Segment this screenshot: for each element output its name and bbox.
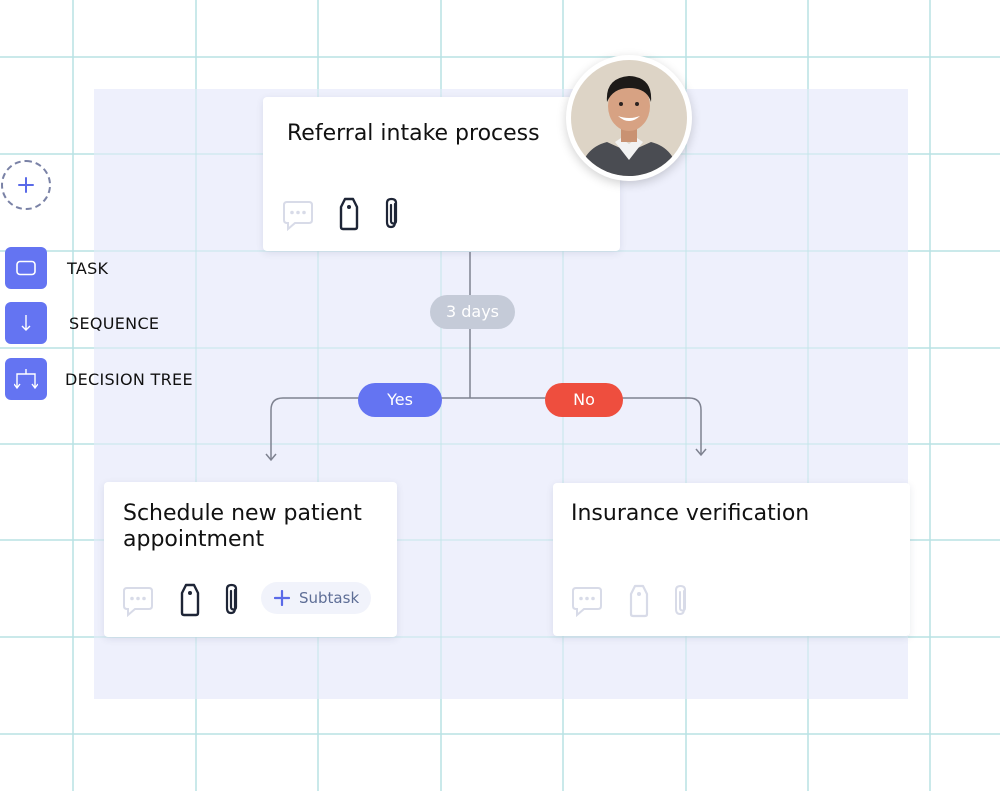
yes-branch-label[interactable]: Yes: [358, 383, 442, 417]
tag-icon[interactable]: [179, 582, 201, 618]
task-label: TASK: [67, 259, 109, 278]
comment-icon[interactable]: [281, 199, 315, 231]
node-title: Insurance verification: [571, 501, 810, 526]
node-title: Referral intake process: [287, 121, 540, 146]
comment-icon[interactable]: [121, 585, 155, 617]
paperclip-icon[interactable]: [223, 582, 241, 618]
node-insurance-verification[interactable]: Insurance verification: [553, 483, 910, 636]
task-rect-icon: [16, 260, 36, 276]
person-photo: [571, 60, 687, 176]
no-branch-label[interactable]: No: [545, 383, 623, 417]
tag-icon[interactable]: [338, 196, 360, 232]
comment-icon[interactable]: [570, 585, 604, 617]
tag-icon[interactable]: [628, 583, 650, 619]
node-referral-intake[interactable]: Referral intake process: [263, 97, 620, 251]
plus-icon: [18, 177, 34, 193]
paperclip-icon[interactable]: [672, 583, 690, 619]
add-subtask-button[interactable]: Subtask: [261, 582, 371, 614]
sequence-button[interactable]: [5, 302, 47, 344]
assignee-avatar[interactable]: [566, 55, 692, 181]
subtask-label: Subtask: [299, 589, 360, 607]
paperclip-icon[interactable]: [383, 196, 401, 232]
arrow-down-icon: [21, 315, 31, 331]
delay-badge[interactable]: 3 days: [430, 295, 515, 329]
sequence-label: SEQUENCE: [69, 314, 160, 333]
task-button[interactable]: [5, 247, 47, 289]
plus-icon: [274, 590, 290, 606]
node-title-line-2: appointment: [123, 527, 265, 552]
decision-tree-label: DECISION TREE: [65, 370, 193, 389]
decision-tree-button[interactable]: [5, 358, 47, 400]
decision-tree-icon: [14, 369, 38, 390]
add-node-button[interactable]: [1, 160, 51, 210]
node-title-line-1: Schedule new patient: [123, 501, 362, 526]
